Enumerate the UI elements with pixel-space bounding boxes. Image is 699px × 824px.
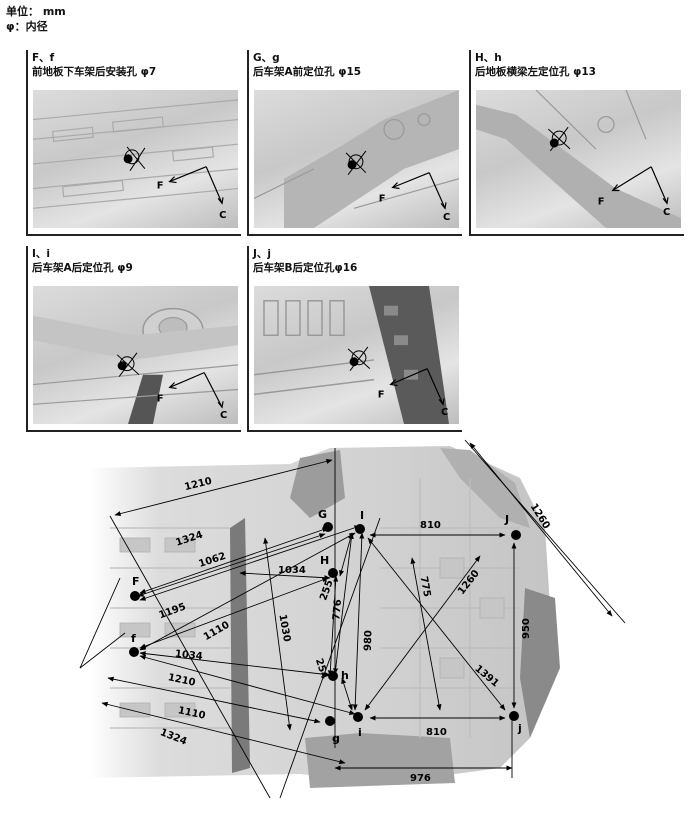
panel-jj: J、j 后车架B后定位孔φ16 F C <box>247 246 462 432</box>
panel-ii: I、i 后车架A后定位孔 φ9 F C <box>26 246 241 432</box>
dim-1030: 1030 <box>276 613 292 642</box>
measurement-points <box>129 522 521 726</box>
panel-jj-title: 后车架B后定位孔φ16 <box>253 262 358 274</box>
panel-ff-title: 前地板下车架后安装孔 φ7 <box>32 66 157 78</box>
underbody-svg: G I J H F f h g i j 1210 1324 1062 1034 … <box>79 439 626 799</box>
panel-jj-axis-f: F <box>378 389 385 400</box>
dim-776: 776 <box>331 599 344 621</box>
dim-1034-bottom: 1034 <box>174 649 203 663</box>
panel-gg-axis-c: C <box>443 212 450 223</box>
panel-ff-axis-c: C <box>219 210 226 221</box>
legend: 单位： mm φ：内径 <box>6 4 66 34</box>
dim-810-top: 810 <box>420 520 441 531</box>
panel-ii-header: I、i 后车架A后定位孔 φ9 <box>32 247 133 275</box>
point-label-I: I <box>360 509 364 522</box>
panel-hh-title: 后地板横梁左定位孔 φ13 <box>475 66 596 78</box>
panel-hh-code: H、h <box>475 52 502 64</box>
underbody-dimension-diagram: G I J H F f h g i j 1210 1324 1062 1034 … <box>0 438 699 824</box>
panel-ff-photo <box>33 90 238 228</box>
panel-ii-title: 后车架A后定位孔 φ9 <box>32 262 133 274</box>
panel-gg-header: G、g 后车架A前定位孔 φ15 <box>253 51 361 79</box>
point-label-h: h <box>341 669 349 682</box>
panel-jj-header: J、j 后车架B后定位孔φ16 <box>253 247 357 275</box>
dim-976: 976 <box>410 773 431 784</box>
panel-ii-axis-f: F <box>157 393 164 404</box>
panel-gg-photo <box>254 90 459 228</box>
dimension-lines <box>79 439 626 799</box>
panel-ff-code: F、f <box>32 52 55 64</box>
panel-ff-header: F、f 前地板下车架后安装孔 φ7 <box>32 51 156 79</box>
dim-810-bottom: 810 <box>426 727 447 738</box>
panel-hh-photo <box>476 90 681 228</box>
point-label-H: H <box>320 554 329 567</box>
panel-ff: F、f 前地板下车架后安装孔 φ7 F C <box>26 50 241 236</box>
panel-gg: G、g 后车架A前定位孔 φ15 F C <box>247 50 462 236</box>
panel-hh: H、h 后地板横梁左定位孔 φ13 F C <box>469 50 684 236</box>
unit-line: 单位： mm <box>6 5 66 18</box>
phi-line: φ：内径 <box>6 20 48 33</box>
dim-950: 950 <box>521 618 532 639</box>
panel-gg-axis-f: F <box>379 193 386 204</box>
point-label-g: g <box>332 732 340 745</box>
dim-line-1210-top <box>114 458 333 517</box>
panel-ii-axis-c: C <box>220 410 227 421</box>
dim-775: 775 <box>418 575 432 598</box>
point-label-i: i <box>358 726 362 739</box>
panel-hh-header: H、h 后地板横梁左定位孔 φ13 <box>475 51 596 79</box>
point-label-G: G <box>318 508 327 521</box>
panel-jj-photo <box>254 286 459 424</box>
panel-ii-code: I、i <box>32 248 51 260</box>
dim-1034-top: 1034 <box>278 565 306 576</box>
point-label-F: F <box>132 575 140 588</box>
panel-hh-axis-f: F <box>598 196 605 207</box>
dim-980: 980 <box>363 630 375 651</box>
point-label-J: J <box>504 513 509 526</box>
panel-gg-title: 后车架A前定位孔 φ15 <box>253 66 362 78</box>
panel-gg-code: G、g <box>253 52 280 64</box>
panel-jj-code: J、j <box>253 248 272 260</box>
panel-ff-axis-f: F <box>157 180 164 191</box>
panel-jj-axis-c: C <box>441 407 448 418</box>
panel-hh-axis-c: C <box>663 207 670 218</box>
point-label-f: f <box>131 632 136 645</box>
point-label-j: j <box>517 722 522 735</box>
